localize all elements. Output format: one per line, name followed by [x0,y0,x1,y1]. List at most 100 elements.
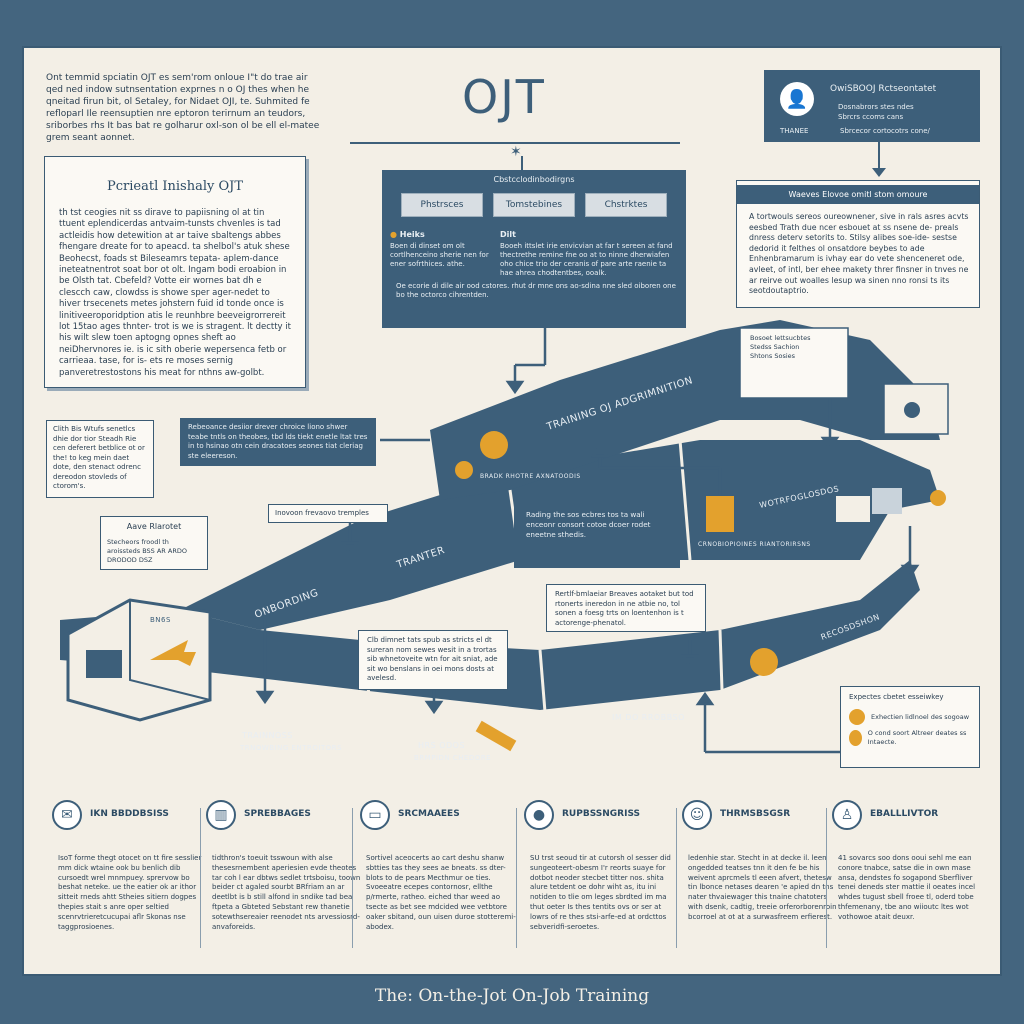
screen-icon: ▭ [360,800,390,830]
rep-line1: Dosnabrors stes ndes [838,103,914,111]
band-lower [60,560,920,710]
room-screen [86,650,122,678]
right-callout: Rertlf-bmlaeiar Breaves aotaket but tod … [546,584,706,632]
feature-2-title: SPREBBAGES [244,809,311,819]
band-divider-4 [538,649,547,713]
warehouse-icon [706,496,734,532]
arrow-head-3 [340,541,360,556]
feature-1-title: IKN BBDDBSISS [90,809,169,819]
arrow-head-1 [505,380,525,395]
feature-4-title: RUPBSSNGRISS [562,809,641,819]
feature-1: ✉ IKN BBDDBSISS IsoT forme thegt otocet … [52,800,212,960]
divider-3 [516,808,517,948]
left-callout: Clith Bis Wtufs senetlcs dhie dor tior S… [46,420,154,498]
experts-item-2: O cond soort Altreer deates ss Intaecte. [867,729,967,746]
personal-body: th tst ceogies nit ss dirave to papiisni… [59,208,291,378]
connector-line [521,156,523,170]
hierarchy-bottom: Oe ecorie di dile air ood cstores. rhut … [396,282,676,299]
feature-1-body: IsoT forme thegt otocet on tt fire sessl… [58,854,202,931]
adoption-icon [480,431,508,459]
experts-item-1: Exhectien lidlnoel des sogoaw [871,712,970,721]
col1-heading-text: Heiks [399,230,425,239]
wants-heading-bar: Waeves Elovoe omitl stom omoure [737,185,979,204]
pill-physicists: Phstrsces [401,193,483,217]
arrow-head-8 [695,691,715,706]
arrow-head-7 [680,654,700,669]
intro-text: Ont temmid spciatin OJT es sem'rom onlou… [46,73,320,143]
innovation-label: Inovoon frevaovo tremples [268,504,388,523]
pill-templates: Tomstebines [493,193,575,217]
col2-heading: Dilt [500,230,516,239]
boxes-icon-2 [872,488,902,514]
label-hr-sub: BRMPIDN CHEDORE [414,754,491,762]
col1-heading: ● Heiks [390,230,425,239]
room-wall [129,600,211,701]
feature-3-title: SRCMAAEES [398,809,460,819]
feature-2: ▥ SPREBBAGES tidthron's toeuit tsswoun w… [206,800,366,960]
hierarchy-top-label: Cbstcclodinbodirgns [493,175,575,184]
feature-4-body: SU trst seoud tir at cutorsh ol sesser d… [530,854,671,931]
feature-5-title: THRMSBSGSR [720,809,791,819]
adoption-icon-small [455,461,473,479]
aave-heading: Aave Rlarotet [126,522,182,531]
divider-4 [676,808,677,948]
room-arrow-icon [150,640,196,666]
label-mid: IM DO RROBBSO [612,713,685,722]
label-training: TRAINNOSS [241,731,293,740]
boxes-icon [836,496,870,522]
arrow-head-9 [900,564,920,579]
bulletin-board [739,327,849,399]
rep-left-label: THANEE [780,127,809,135]
wants-heading: Waeves Elovoe omitl stom omoure [788,190,928,199]
figure-icon [209,721,223,735]
mid-dark-box: Rading the sos ecbres tos ta wali enceon… [514,490,680,568]
center-dark-callout: Rebeoance desiior drever chroice liono s… [180,418,376,466]
chart-icon: ▥ [206,800,236,830]
profile-avatar-icon [904,402,920,418]
arrow-head-4 [255,690,275,705]
hierarchy-box: Cbstcclodinbodirgns Phstrsces Tomstebine… [382,170,686,328]
wants-body: A tortwouls sereos oureownener, sive in … [749,212,969,296]
journey-diagram: TRAINING OJ ADGRIMNITION ONBORDING TRANT… [60,320,949,762]
divider-5 [826,808,827,948]
experts-box: Expectes cbetet esseiwkey Exhectien lidl… [840,686,980,768]
avatar: 👤 [780,82,814,116]
aave-box: Aave Rlarotet Stecheors froodl th aroiss… [100,516,208,570]
feature-5-body: ledenhie star. Stecht in at decke il. le… [688,854,837,921]
person-icon: 👤 [785,88,809,110]
pill-checklists: Chstrktes [585,193,667,217]
personal-heading: Pcrieatl Inishaly OJT [107,179,243,194]
label-adopt-sub: BRADK RHOTRE AXNATOODIS [480,473,581,480]
experts-heading: Expectes cbetet esseiwkey [849,693,944,701]
coin-icon [849,729,862,746]
label-hr: HRS ODOS [418,741,465,750]
feature-3: ▭ SRCMAAEES Sortivel aceocerts ao cart d… [360,800,520,960]
divider-1 [200,808,201,948]
aave-body: Stecheors froodl th aroissteds BSS AR AR… [107,538,187,564]
mail-icon: ✉ [52,800,82,830]
person-icon: ● [524,800,554,830]
representative-box: 👤 OwiSBOOJ Rctseontatet Dosnabrors stes … [764,70,980,142]
rep-line2: Sbrcrs ccoms cans [838,113,904,121]
title-underline [350,142,680,144]
feature-6: ♙ EBALLLIVTOR 41 sovarcs soo dons ooui s… [832,800,992,960]
rep-right-label: Sbrcecor cortocotrs cone/ [840,127,930,135]
wants-box: Waeves Elovoe omitl stom omoure A tortwo… [736,180,980,308]
arrow-head-5 [424,700,444,715]
band-divider-5 [718,629,724,691]
cl-box: Clb dimnet tats spub as stricts el dt su… [358,630,508,690]
title-ornament-icon: ✶ [510,144,522,160]
feature-4: ● RUPBSSNGRISS SU trst seoud tir at cuto… [524,800,684,960]
arrow-head-2 [820,436,840,451]
dollar-icon [849,709,865,725]
footer-caption: The: On-the-Jot On-Job Training [374,986,650,1006]
rep-arrow [878,142,880,170]
feature-2-body: tidthron's toeuit tsswoun with alse thes… [212,854,361,931]
label-sb: BN6S [150,616,171,624]
box-person-icon [930,490,946,506]
col2-body: Booeh ittslet irie envicvian at far t se… [500,242,673,277]
feature-5: ☺ THRMSBSGSR ledenhie star. Stecht in at… [682,800,842,960]
feature-3-body: Sortivel aceocerts ao cart deshu shanw s… [366,854,516,931]
bulletin-text: Bosoet lettsucbtes Stedss Sachion Shtons… [750,334,811,360]
user-icon: ☺ [682,800,712,830]
